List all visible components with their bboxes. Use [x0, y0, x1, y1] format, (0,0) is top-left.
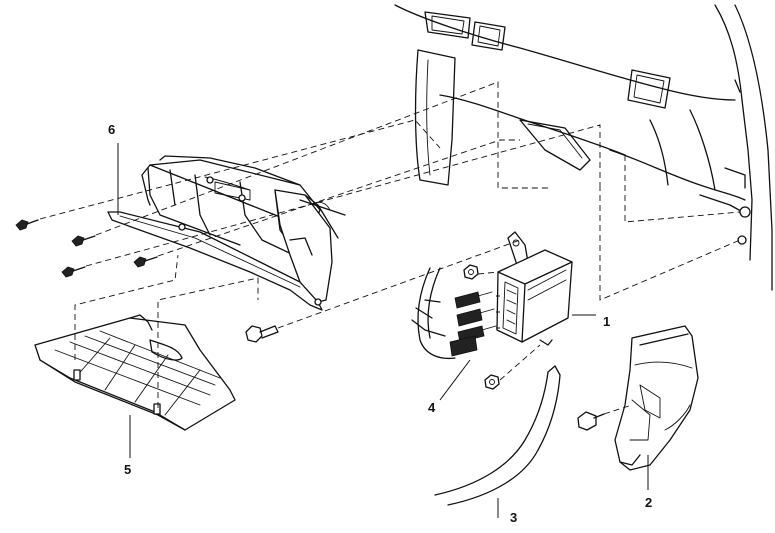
callout-3: 3 [510, 510, 517, 525]
callout-2: 2 [645, 495, 652, 510]
bolt-icon [245, 325, 279, 343]
screw-icon [61, 266, 86, 278]
callout-6: 6 [108, 122, 115, 137]
clip-icon [577, 411, 605, 431]
screw-icon [71, 235, 96, 247]
assembly-lines [39, 81, 741, 415]
nut-icon [463, 264, 479, 280]
ecu-module [496, 231, 573, 346]
callout-5: 5 [124, 462, 131, 477]
callout-1: 1 [603, 314, 610, 329]
fasteners [15, 219, 605, 431]
under-cover [34, 314, 236, 431]
screw-icon [15, 219, 39, 231]
glove-box [107, 155, 346, 311]
trim-strip [434, 365, 561, 506]
dashboard [394, 4, 773, 291]
nut-icon [484, 374, 500, 390]
leader-lines [117, 143, 649, 518]
wiring-harness-connectors [411, 267, 497, 360]
side-trim-panel [614, 325, 699, 471]
callout-4: 4 [428, 400, 436, 415]
screw-icon [133, 256, 158, 268]
